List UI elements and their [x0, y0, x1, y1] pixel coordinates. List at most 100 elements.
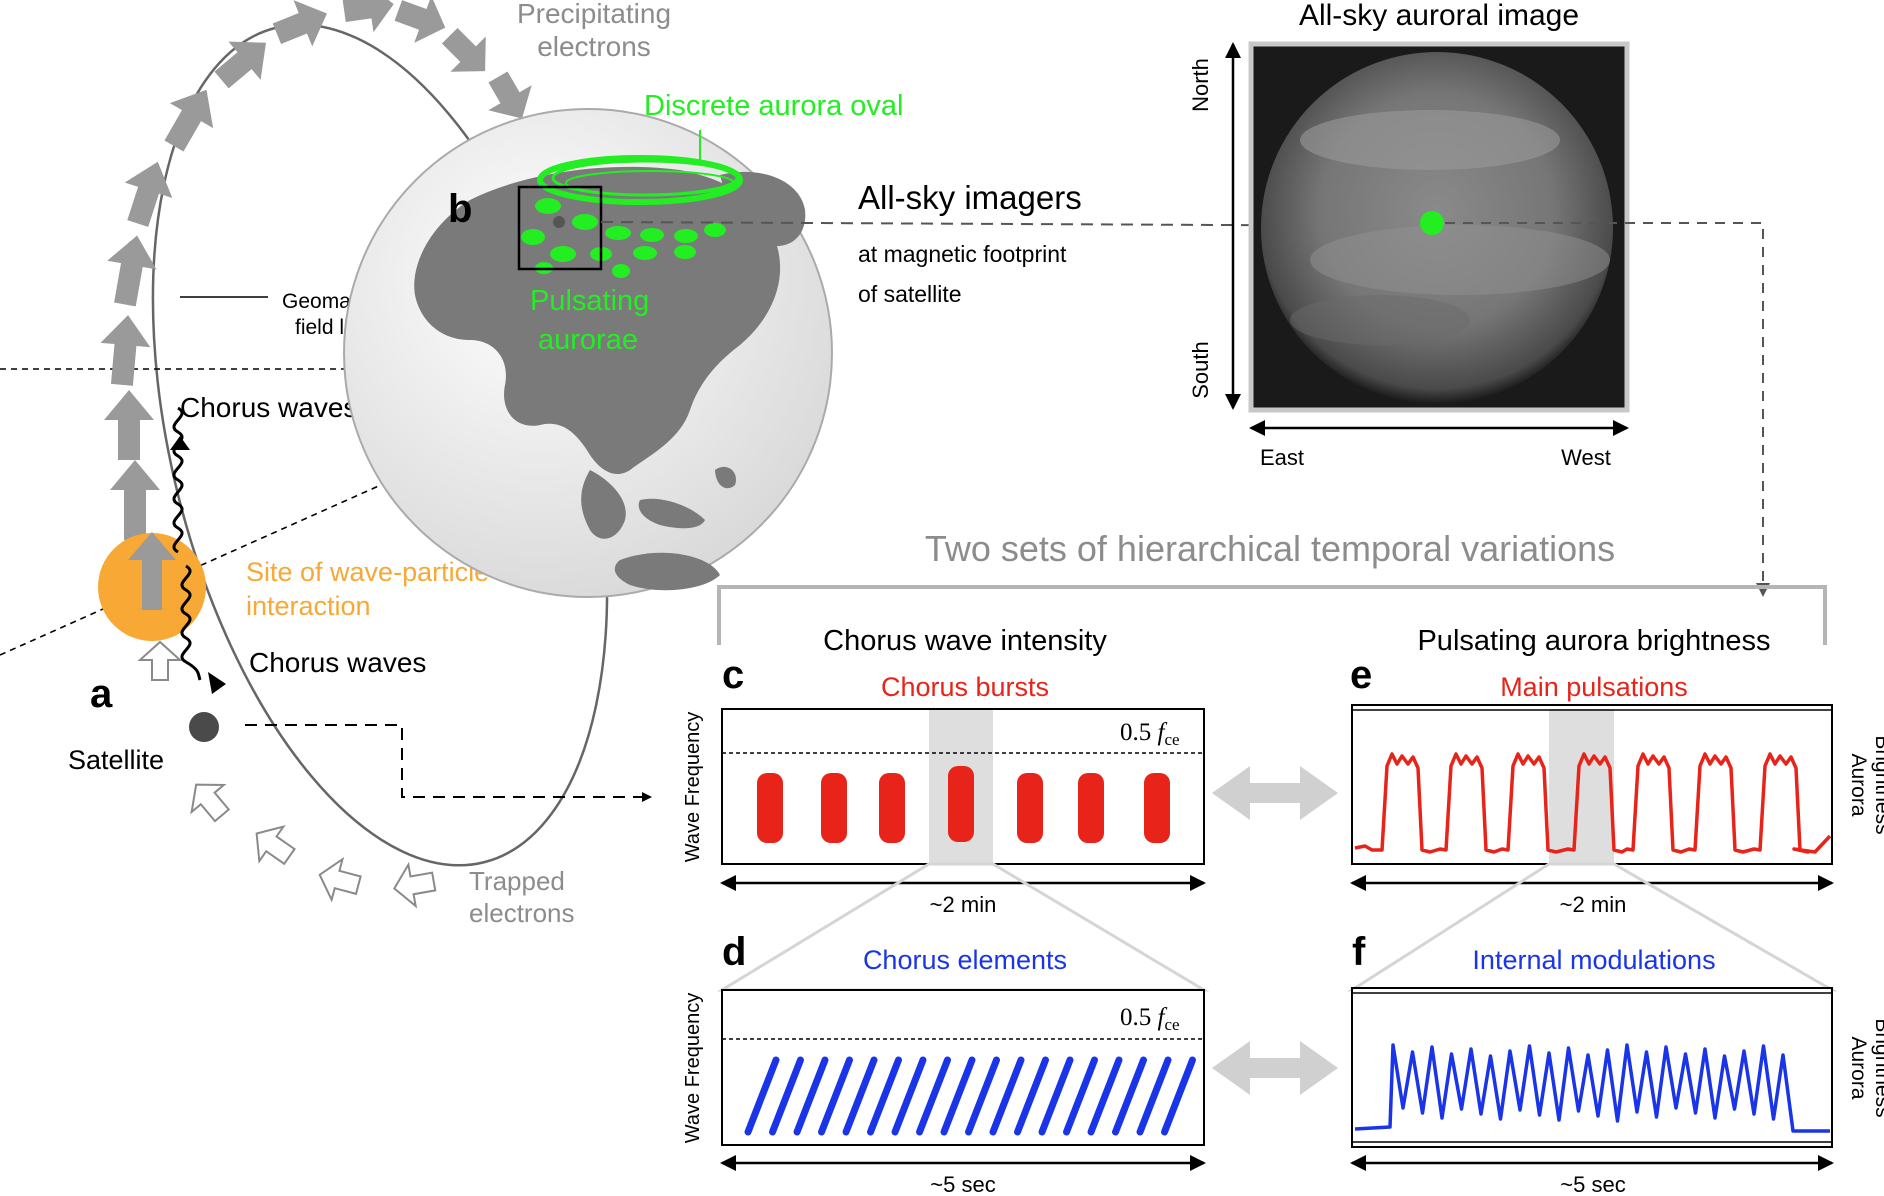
panel-d-duration: ~5 sec [930, 1172, 995, 1196]
aurora-brightness-label-f-1: Aurora [1847, 1036, 1870, 1099]
west-arrowhead [1613, 420, 1629, 436]
panel-d-time-arrow-left [720, 1155, 736, 1171]
chorus-burst [757, 773, 783, 843]
discrete-aurora-oval [537, 155, 743, 205]
internal-modulations-series [1354, 1043, 1830, 1133]
chorus-elements-marks [744, 1056, 1196, 1136]
precipitating-label-1: Precipitating [517, 0, 671, 29]
image-to-brightness-link [1445, 222, 1770, 597]
north-label: North [1188, 58, 1213, 112]
hierarchy-title: Two sets of hierarchical temporal variat… [925, 528, 1615, 569]
allsky-image-panel: All-sky auroral image North South East W… [1188, 0, 1770, 597]
north-arrowhead [1225, 42, 1241, 58]
panel-c-duration: ~2 min [930, 892, 997, 917]
electron-arrow [100, 315, 151, 386]
chorus-element [1087, 1056, 1123, 1136]
chorus-burst [1017, 773, 1043, 843]
trapped-electron-arrow [190, 783, 231, 823]
panel-letter-d: d [722, 930, 746, 974]
chorus-element [916, 1056, 951, 1136]
footprint-marker [1420, 211, 1444, 235]
panel-letter-e: e [1350, 653, 1372, 697]
satellite-dot [189, 712, 219, 742]
panel-e-time-arrow-left [1350, 875, 1366, 891]
continent-eurasia [414, 166, 781, 475]
hierarchy-bracket [717, 585, 1827, 645]
chorus-wave-squiggle-down [180, 564, 202, 681]
internal-modulations-label: Internal modulations [1472, 945, 1715, 975]
coupling-arrow-upper [1212, 766, 1338, 820]
panel-letter-a: a [90, 672, 113, 716]
panel-letter-c: c [722, 653, 744, 697]
trapped-label-1: Trapped [469, 866, 565, 896]
imagers-sub-2: of satellite [858, 281, 962, 307]
panel-letter-b: b [448, 187, 472, 231]
chorus-element [867, 1056, 902, 1136]
aurora-brightness-label-f-2: Brightness [1871, 1018, 1884, 1117]
chorus-waves-top-label: Chorus waves [180, 392, 357, 423]
imagers-sub-1: at magnetic footprint [858, 241, 1067, 267]
wave-frequency-label-d: Wave Frequency [682, 993, 704, 1143]
trapped-electron-arrow [255, 825, 296, 866]
panel-c-fce-label: 0.5 fce [1120, 719, 1180, 749]
trapped-electron-arrow [318, 856, 362, 903]
chorus-wave-arrowhead-down [208, 672, 226, 694]
electron-arrow [104, 390, 154, 460]
aurora-brightness-label-e-2: Brightness [1871, 735, 1884, 834]
trapped-label-2: electrons [469, 898, 575, 928]
panel-f-frame [1351, 987, 1833, 1148]
chorus-element [1161, 1056, 1196, 1136]
continent-australia [614, 552, 720, 591]
earth-globe: b Discrete aurora oval Pulsating aurorae [343, 90, 904, 598]
trapped-electron-arrow [137, 640, 183, 681]
panel-e-highlight [1549, 709, 1614, 864]
chorus-waves-bottom-label: Chorus waves [249, 647, 426, 678]
wave-frequency-label-c: Wave Frequency [682, 712, 704, 862]
electron-arrow [110, 460, 160, 540]
chorus-element [1063, 1056, 1098, 1136]
chorus-burst [1078, 773, 1104, 843]
panel-f-time-arrow-right [1818, 1155, 1834, 1171]
panel-f-time-arrow-left [1350, 1155, 1366, 1171]
allsky-title: All-sky auroral image [1299, 0, 1579, 32]
chorus-wave-squiggle-up [172, 406, 184, 554]
footprint-box [517, 185, 603, 271]
hierarchy-header: Two sets of hierarchical temporal variat… [717, 528, 1827, 657]
interaction-label-2: interaction [246, 591, 371, 621]
chorus-wave-arrowhead-up [170, 436, 190, 450]
electron-arrow [107, 235, 157, 307]
south-arrowhead [1225, 394, 1241, 410]
aurora-brightness-title: Pulsating aurora brightness [1417, 625, 1770, 657]
satellite-label: Satellite [68, 745, 164, 775]
chorus-bursts-marks [757, 766, 1170, 843]
panel-e-duration: ~2 min [1560, 892, 1627, 917]
east-arrowhead [1249, 420, 1265, 436]
chorus-element [744, 1056, 780, 1136]
electron-arrow [488, 71, 532, 119]
panel-f-internal-modulations: f Internal modulations Aurora Brightness… [1350, 930, 1884, 1196]
panel-e-main-pulsations: e Main pulsations Aurora Brightness ~2 m… [1350, 653, 1884, 917]
chorus-bursts-label: Chorus bursts [881, 672, 1049, 702]
panel-c-chorus-bursts: c Chorus bursts 0.5 fce Wave Frequency ~… [682, 653, 1206, 917]
continent-southeast-asia [581, 470, 626, 539]
chorus-element [1038, 1056, 1074, 1136]
chorus-element [940, 1056, 976, 1136]
panel-c-time-arrow-left [720, 875, 736, 891]
panel-letter-f: f [1352, 930, 1366, 974]
panel-f-duration: ~5 sec [1560, 1172, 1625, 1196]
coupling-arrow-lower [1212, 1041, 1338, 1095]
magnetosphere-panel: Precipitating electrons Geomagnetic fiel… [0, 0, 671, 928]
chorus-element [818, 1056, 853, 1136]
aurora-band-1 [1300, 110, 1560, 170]
trapped-electron-arrows [137, 640, 437, 909]
panel-d-fce-label: 0.5 fce [1120, 1004, 1180, 1034]
chorus-element [1136, 1056, 1172, 1136]
pulsating-label-2: aurorae [538, 324, 638, 356]
main-pulsations-label: Main pulsations [1500, 672, 1688, 702]
chorus-intensity-title: Chorus wave intensity [823, 625, 1107, 657]
interaction-label-1: Site of wave-particle [246, 557, 489, 587]
electron-arrow [272, 0, 327, 47]
aurora-brightness-label-e-1: Aurora [1847, 753, 1870, 816]
electron-arrow [441, 27, 486, 72]
panel-e-time-arrow-right [1818, 875, 1834, 891]
